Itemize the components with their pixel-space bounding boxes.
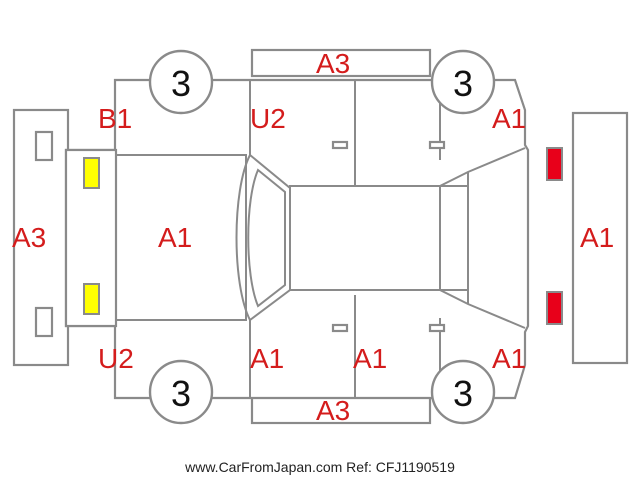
taillamp-icon <box>546 291 563 325</box>
tire-icon <box>148 359 214 425</box>
code-roof-bottom-edge: A3 <box>316 395 350 426</box>
door-handle-rear-bottom <box>428 323 446 333</box>
headlamp-icon <box>83 157 100 189</box>
code-right-rear-quarter: A1 <box>492 343 526 374</box>
tire-front-left: 3 <box>148 49 214 115</box>
door-handle-front-bottom <box>331 323 349 333</box>
code-roof-top-edge: A3 <box>316 48 350 79</box>
tire-rear-left-value: 3 <box>453 63 473 104</box>
code-front-right-fender: U2 <box>98 343 134 374</box>
tire-rear-right: 3 <box>430 359 496 425</box>
headlamp-icon <box>83 283 100 315</box>
tire-rear-right-value: 3 <box>453 373 473 414</box>
code-front-left-fender: B1 <box>98 103 132 134</box>
code-rear-bumper: A1 <box>580 222 614 253</box>
car-body-outline <box>64 78 530 400</box>
taillamp-icon <box>546 147 563 181</box>
roof-edge-top <box>250 48 432 78</box>
roof-edge-bottom <box>250 395 432 425</box>
rear-bumper-outline <box>571 111 629 365</box>
footer-reference: www.CarFromJapan.com Ref: CFJ1190519 <box>184 459 455 475</box>
tire-front-left-value: 3 <box>171 63 191 104</box>
code-left-front-door: U2 <box>250 103 286 134</box>
code-right-front-pillar: A1 <box>250 343 284 374</box>
windshield-outline <box>235 153 291 322</box>
hood-panel <box>115 154 247 321</box>
tire-icon <box>430 49 496 115</box>
tire-rear-left: 3 <box>430 49 496 115</box>
code-front-bumper: A3 <box>12 222 46 253</box>
tire-icon <box>148 49 214 115</box>
code-hood: A1 <box>158 222 192 253</box>
front-bumper-slot-bottom <box>34 306 54 338</box>
tire-icon <box>430 359 496 425</box>
door-handle-front-top <box>331 140 349 150</box>
front-bumper-slot-top <box>34 130 54 162</box>
tire-front-right-value: 3 <box>171 373 191 414</box>
tire-front-right: 3 <box>148 359 214 425</box>
windshield-inner <box>247 168 286 308</box>
code-left-rear-quarter: A1 <box>492 103 526 134</box>
code-right-rear-door: A1 <box>353 343 387 374</box>
door-handle-rear-top <box>428 140 446 150</box>
